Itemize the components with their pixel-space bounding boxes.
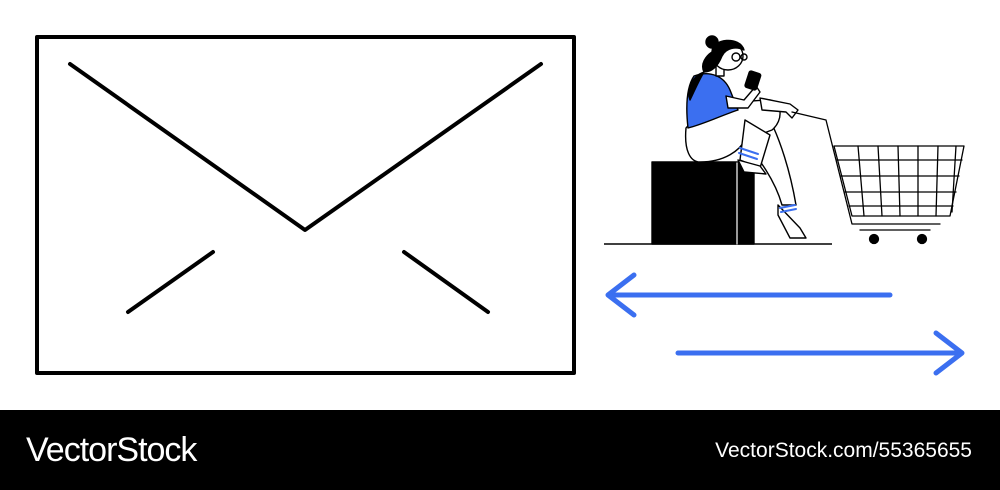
shopping-cart-icon <box>791 111 965 245</box>
envelope-icon <box>35 35 576 375</box>
image-id-link: VectorStock.com/55365655 <box>715 439 972 462</box>
footer-bar: VectorStock VectorStock.com/55365655 <box>0 410 1000 490</box>
arrow-left-icon <box>605 272 893 318</box>
illustration <box>35 35 965 376</box>
arrow-right-icon <box>675 330 965 376</box>
vectorstock-logo: VectorStock <box>26 431 197 469</box>
woman-with-phone <box>651 35 807 245</box>
